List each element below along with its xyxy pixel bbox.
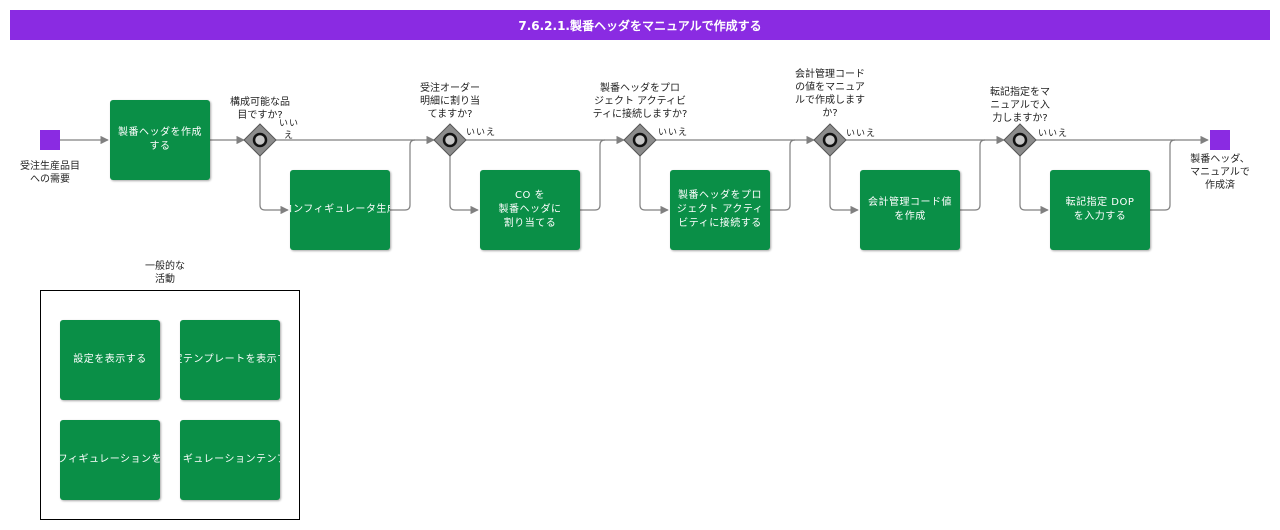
connector (770, 139, 796, 211)
gateway-2 (433, 123, 467, 157)
legend-panel (40, 290, 300, 520)
start-event[interactable] (40, 130, 60, 150)
connector (580, 139, 606, 211)
connector (639, 156, 669, 215)
legend-title: 一般的な 活動 (145, 261, 185, 285)
connector (259, 156, 289, 215)
activity-create-header[interactable]: 製番ヘッダを作成 する (110, 100, 210, 180)
end-event[interactable] (1210, 130, 1230, 150)
gateway-5-no-label: いいえ (1038, 129, 1069, 139)
gateway-5-question: 転記指定をマ ニュアルで入 力しますか? (990, 87, 1050, 124)
gateway-2-no-label: いいえ (466, 128, 497, 138)
start-event-label: 受注生産品目 への需要 (20, 161, 80, 185)
connector (1150, 139, 1176, 211)
legend-activity-configuration-template[interactable]: コンフィギュレーションテンプレート (180, 420, 280, 500)
gateway-4-no-label: いいえ (846, 129, 877, 139)
legend-activity-configuration-template-label: コンフィギュレーションテンプレート (180, 454, 280, 465)
legend-activity-show-configuration[interactable]: コンフィギュレーションを表示 (60, 420, 160, 500)
connector (829, 156, 859, 215)
activity-connect-project[interactable]: 製番ヘッダをプロ ジェクト アクティ ビティに接続する (670, 170, 770, 250)
gateway-4-question: 会計管理コード の値をマニュア ルで作成します か? (795, 69, 865, 119)
connector (390, 139, 416, 211)
gateway-5 (1003, 123, 1037, 157)
legend-activity-show-settings[interactable]: 設定を表示する (60, 320, 160, 400)
activity-assign-co[interactable]: CO を 製番ヘッダに 割り当てる (480, 170, 580, 250)
connector (960, 139, 986, 211)
connector (449, 156, 479, 215)
activity-configurator[interactable]: コンフィギュレータ生成 (290, 170, 390, 250)
legend-activity-show-settings-label: 設定を表示する (73, 354, 147, 365)
gateway-4 (813, 123, 847, 157)
legend-activity-show-template-label: 設定テンプレートを表示する (180, 354, 280, 365)
gateway-1 (243, 123, 277, 157)
legend-activity-show-template[interactable]: 設定テンプレートを表示する (180, 320, 280, 400)
gateway-3-question: 製番ヘッダをプロ ジェクト アクティビ ティに接続しますか? (592, 83, 688, 120)
gateway-3-no-label: いいえ (658, 128, 689, 138)
activity-enter-dop[interactable]: 転記指定 DOP を入力する (1050, 170, 1150, 250)
activity-configurator-label: コンフィギュレータ生成 (290, 204, 390, 215)
gateway-2-question: 受注オーダー 明細に割り当 てますか? (420, 83, 480, 120)
legend-activity-show-configuration-label: コンフィギュレーションを表示 (60, 454, 160, 465)
gateway-3 (623, 123, 657, 157)
diagram-title: 7.6.2.1.製番ヘッダをマニュアルで作成する (10, 10, 1270, 40)
end-event-label: 製番ヘッダ、 マニュアルで 作成済 (1190, 154, 1250, 191)
gateway-1-question: 構成可能な品 目ですか? (230, 97, 290, 121)
connector (1019, 156, 1049, 215)
activity-create-account-code[interactable]: 会計管理コード値 を作成 (860, 170, 960, 250)
gateway-1-no-label: いい え (278, 119, 299, 141)
